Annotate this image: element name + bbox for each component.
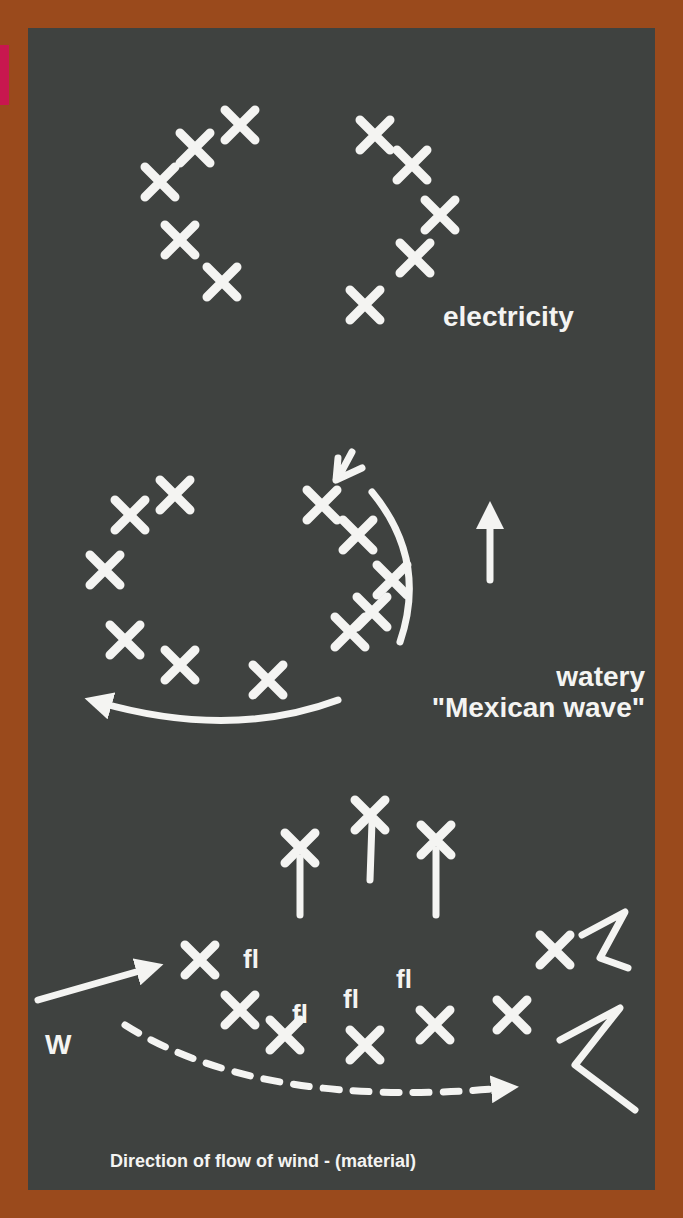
- chalk-cross: [185, 945, 215, 975]
- wind-label: W: [45, 1030, 71, 1061]
- process-label: electricity: [443, 302, 574, 333]
- chalk-cross: [540, 935, 570, 965]
- chalk-cross: [425, 200, 455, 230]
- chalk-cross: [160, 480, 190, 510]
- chalk-cross: [400, 243, 430, 273]
- chalk-cross: [307, 490, 337, 520]
- chalk-cross: [115, 500, 145, 530]
- chalk-cross: [165, 650, 195, 680]
- chalk-cross: [335, 617, 365, 647]
- chalk-cross: [207, 267, 237, 297]
- chalk-cross: [497, 1000, 527, 1030]
- chalk-cross: [350, 290, 380, 320]
- chalkboard: [28, 28, 655, 1190]
- chalk-cross: [360, 120, 390, 150]
- chalk-cross: [180, 133, 210, 163]
- chalk-cross: [397, 150, 427, 180]
- flow-mark: fl: [396, 965, 412, 994]
- chalk-cross: [90, 555, 120, 585]
- chalk-cross: [350, 1030, 380, 1060]
- process-label: watery "Mexican wave": [428, 662, 645, 724]
- chalk-cross: [165, 225, 195, 255]
- caption-note: Direction of flow of wind - (material): [110, 1152, 416, 1172]
- chalk-cross: [343, 520, 373, 550]
- flow-mark: fl: [243, 945, 259, 974]
- flow-mark: fl: [343, 985, 359, 1014]
- chalk-cross: [110, 625, 140, 655]
- flow-mark: fl: [292, 1000, 308, 1029]
- chalk-cross: [145, 167, 175, 197]
- chalk-cross: [377, 565, 407, 595]
- chalk-cross: [225, 995, 255, 1025]
- chalk-cross: [420, 1010, 450, 1040]
- chalk-cross: [225, 110, 255, 140]
- chalk-cross: [253, 665, 283, 695]
